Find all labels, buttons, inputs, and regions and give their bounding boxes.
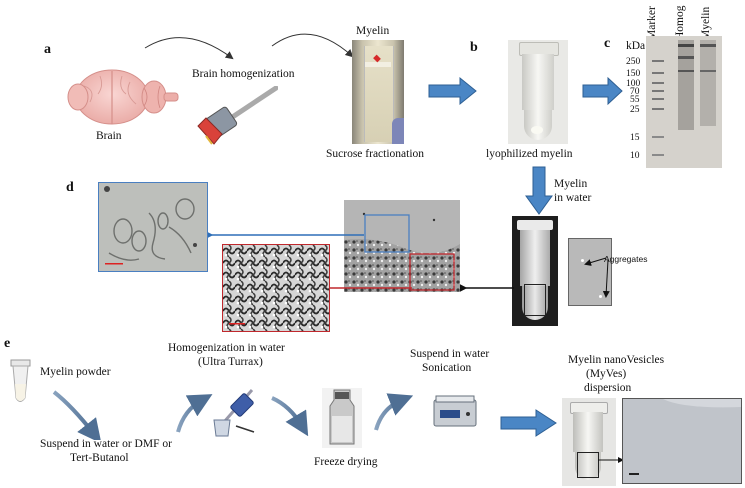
gel-lane-myelin: Myelin [700,6,712,40]
suspend-water-label: Suspend in water [410,348,490,360]
gel-marker-70: 70 [630,87,640,97]
homogenizer-illustration [197,86,278,145]
myelin-powder-label: Myelin powder [40,366,111,378]
gel-marker-10: 10 [630,151,640,161]
gel-marker-250: 250 [626,57,641,67]
aggregates-label: Aggregates [604,254,648,264]
micrograph-zoom-blue [98,182,208,272]
block-arrow-3 [500,409,557,437]
suspend-label-2: Tert-Butanol [70,452,129,464]
gel-marker-100: 100 [626,79,641,89]
freeze-drying-label: Freeze drying [314,456,378,468]
ultra-turrax-illustration [213,389,255,437]
homogenization-water-label-2: (Ultra Turrax) [198,356,263,368]
tem-micrograph [622,398,742,484]
block-arrow-1 [428,76,477,106]
gel-kda-label: kDa [626,40,646,52]
gel-marker-150: 150 [626,69,641,79]
gel-photo [646,36,722,168]
lyophilized-tube-photo [508,40,568,144]
homogenization-label: Brain homogenization [192,68,295,80]
gel-lane-homog: Homog [674,5,686,41]
myves-label-1: Myelin nanoVesicles [568,354,665,366]
block-arrow-2 [582,76,623,106]
brain-label: Brain [96,130,122,142]
panel-label-d: d [66,180,74,195]
block-arrow-down [525,166,553,215]
panel-label-e: e [4,336,11,351]
myves-pointer-arrow [598,457,624,463]
micrograph-overview [344,200,460,292]
black-arrow [460,283,514,293]
suspend-label-1: Suspend in water or DMF or [40,438,172,450]
panel-label-b: b [470,40,478,55]
myves-tube-photo [562,398,616,486]
gel-marker-55: 55 [630,95,640,105]
curved-arrows-workflow [52,390,414,440]
sucrose-tube-photo [352,40,404,144]
sonicator-illustration [433,395,477,427]
freeze-drying-photo [322,388,362,448]
panel-label-a: a [44,42,51,57]
gel-lane-marker: Marker [646,6,658,40]
myves-label-3: dispersion [584,382,632,394]
lyophilized-label: lyophilized myelin [486,148,573,160]
aggregates-pointer-arrows [584,257,610,298]
gel-marker-15: 15 [630,133,640,143]
micrograph-zoom-red [222,244,330,332]
myelin-in-label: Myelin [554,178,588,190]
gel-marker-25: 25 [630,105,640,115]
in-water-label: in water [554,192,592,204]
sonication-label: Sonication [422,362,472,374]
myelin-label: Myelin [356,25,390,37]
homogenization-water-label-1: Homogenization in water [168,342,285,354]
brain-illustration [67,69,179,125]
panel-label-c: c [604,36,611,51]
sucrose-label: Sucrose fractionation [326,148,425,160]
powder-tube-photo [10,359,31,402]
myves-label-2: (MyVes) [586,368,627,380]
blue-zoom-arrow [206,230,364,240]
water-tube-photo [512,216,558,326]
curved-arrows-top [144,33,354,60]
